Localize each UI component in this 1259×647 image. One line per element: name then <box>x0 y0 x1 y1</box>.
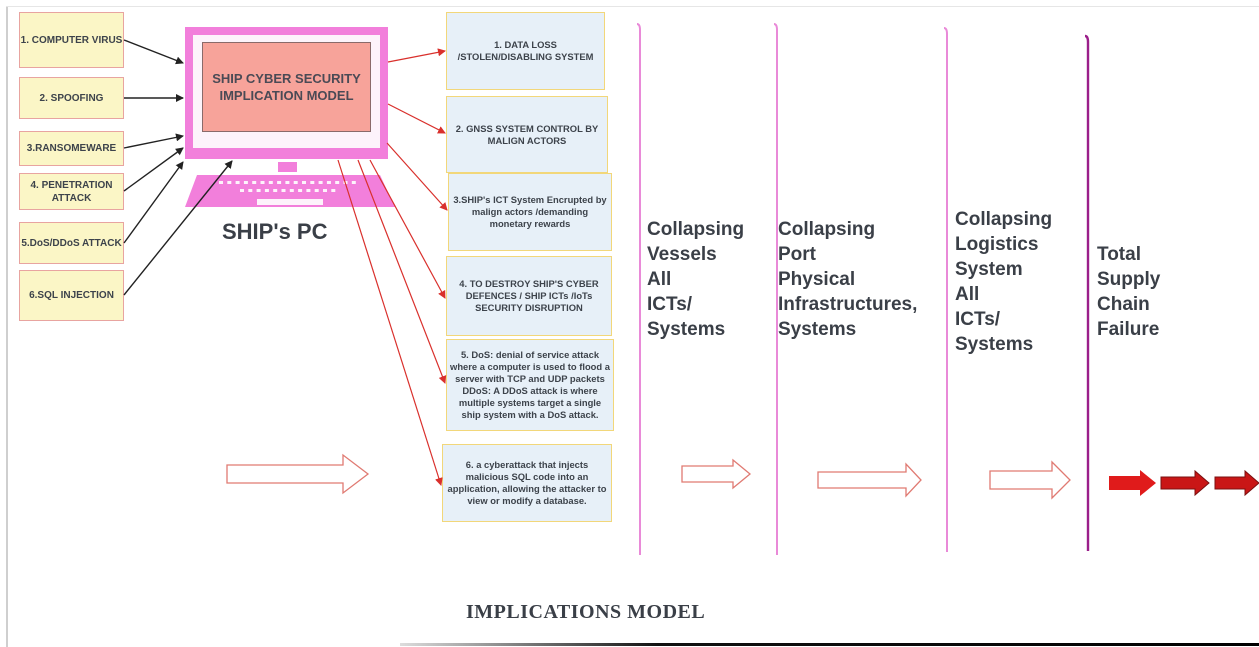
stage-collapsing-vessels: Collapsing Vessels All ICTs/ Systems <box>647 219 745 340</box>
keyboard-key <box>273 189 278 192</box>
keyboard-key <box>240 189 244 192</box>
connector-threat-5 <box>123 161 184 244</box>
connector-threat-1 <box>123 39 184 65</box>
flow-arrow-1 <box>226 453 370 495</box>
keyboard-key <box>260 181 265 184</box>
connector-threat-3 <box>123 133 184 149</box>
connector-impact-6 <box>337 159 443 486</box>
keyboard-key <box>310 181 315 184</box>
connector-threat-4 <box>123 147 184 192</box>
impact-sql-injection: 6. a cyberattack that injects malicious … <box>442 444 612 522</box>
connector-impact-2 <box>387 103 446 134</box>
bracket-stage-1 <box>636 23 641 555</box>
impact-data-loss: 1. DATA LOSS /STOLEN/DISABLING SYSTEM <box>446 12 605 90</box>
keyboard-key <box>264 189 269 192</box>
implications-model-title: IMPLICATIONS MODEL <box>466 601 706 623</box>
solid-arrow-1 <box>1109 470 1156 496</box>
stage-total-supply-chain-failure: Total Supply Chain Failure <box>1097 244 1161 340</box>
stage-collapsing-logistics: Collapsing Logistics System All ICTs/ Sy… <box>955 209 1053 355</box>
keyboard-key <box>256 189 261 192</box>
keyboard-key <box>227 181 232 184</box>
monitor-stand <box>278 162 297 172</box>
solid-arrow-3 <box>1214 469 1259 497</box>
flow-arrow-2 <box>681 458 752 490</box>
threat-ransomware: 3.RANSOMEWARE <box>19 131 124 166</box>
keyboard-key <box>302 181 306 184</box>
monitor-screen-title: SHIP CYBER SECURITY IMPLICATION MODEL <box>202 42 371 132</box>
impact-ict-encrypted: 3.SHIP's ICT System Encrupted by malign … <box>448 173 612 251</box>
impact-dos-ddos: 5. DoS: denial of service attack where a… <box>446 339 614 431</box>
keyboard-key <box>268 181 273 184</box>
keyboard-key <box>306 189 311 192</box>
connector-impact-4 <box>369 159 446 299</box>
connector-impact-1 <box>387 48 446 63</box>
ship-pc-monitor: SHIP CYBER SECURITY IMPLICATION MODEL <box>185 27 388 159</box>
threat-spoofing: 2. SPOOFING <box>19 77 124 119</box>
keyboard-key <box>351 181 356 184</box>
keyboard <box>185 175 395 207</box>
ship-pc-label: SHIP's PC <box>222 219 328 244</box>
keyboard-key <box>235 181 240 184</box>
frame-left-border <box>6 6 8 647</box>
keyboard-key <box>331 189 336 192</box>
impact-gnss-control: 2. GNSS SYSTEM CONTROL BY MALIGN ACTORS <box>446 96 608 173</box>
bracket-stage-2 <box>773 23 778 555</box>
keyboard-key <box>326 181 331 184</box>
keyboard-key <box>285 181 290 184</box>
flow-arrow-4 <box>989 460 1071 500</box>
keyboard-key <box>298 189 303 192</box>
keyboard-key <box>314 189 319 192</box>
keyboard-key <box>318 181 323 184</box>
bracket-stage-3 <box>943 27 948 552</box>
stage-collapsing-port: Collapsing Port Physical Infrastructures… <box>778 219 918 340</box>
threat-dos-ddos-attack: 5.DoS/DDoS ATTACK <box>19 222 124 264</box>
threat-computer-virus: 1. COMPUTER VIRUS <box>19 12 124 68</box>
keyboard-key <box>243 181 248 184</box>
connector-threat-6 <box>123 160 233 296</box>
keyboard-key <box>289 189 294 192</box>
keyboard-key <box>293 181 298 184</box>
bracket-stage-4 <box>1084 34 1090 551</box>
frame-top-border <box>6 6 1259 7</box>
flow-arrow-3 <box>817 462 922 498</box>
threat-sql-injection: 6.SQL INJECTION <box>19 270 124 321</box>
keyboard-keys-row-1 <box>219 181 356 184</box>
keyboard-key <box>277 181 282 184</box>
threat-penetration-attack: 4. PENETRATION ATTACK <box>19 173 124 210</box>
keyboard-spacebar <box>257 199 323 205</box>
keyboard-key <box>335 181 340 184</box>
keyboard-key <box>248 189 253 192</box>
connector-impact-3 <box>386 142 448 211</box>
bottom-rule <box>400 643 1259 646</box>
impact-destroy-defences: 4. TO DESTROY SHIP'S CYBER DEFENCES / SH… <box>446 256 612 336</box>
keyboard-keys-row-2 <box>240 189 336 192</box>
keyboard-key <box>219 181 223 184</box>
connector-impact-5 <box>357 159 447 384</box>
keyboard-key <box>252 181 257 184</box>
keyboard-key <box>323 189 327 192</box>
solid-arrow-2 <box>1160 469 1210 497</box>
keyboard-key <box>281 189 286 192</box>
